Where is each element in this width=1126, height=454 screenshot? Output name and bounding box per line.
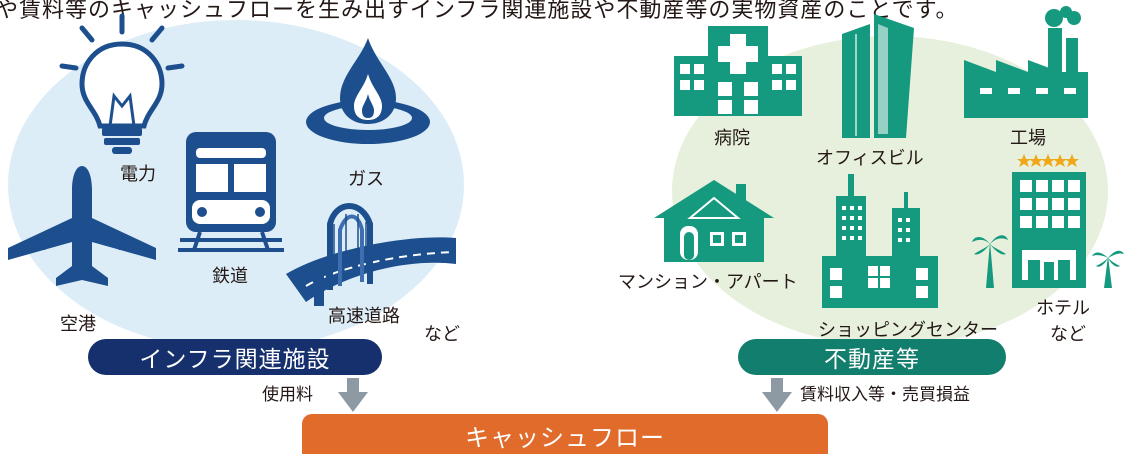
house-icon	[654, 180, 774, 262]
hotel-icon	[972, 154, 1124, 288]
electricity-label: 電力	[120, 164, 156, 185]
office-building-label: オフィスビル	[816, 148, 924, 169]
bridge-icon	[286, 203, 456, 306]
down-arrow-icon	[762, 378, 792, 412]
down-arrow-icon	[338, 378, 368, 412]
usage-fee-label: 使用料	[262, 385, 313, 405]
lightbulb-icon	[59, 13, 185, 154]
gas-flame-icon	[306, 38, 430, 144]
railway-label: 鉄道	[212, 266, 248, 287]
rental-income-label: 賃料収入等・売買損益	[800, 385, 970, 405]
top-description-text: や賃料等のキャッシュフローを生み出すインフラ関連施設や不動産等の実物資産のことで…	[0, 0, 959, 23]
hotel-sign: HOTEL	[1026, 240, 1072, 253]
office-building-icon	[842, 14, 914, 138]
gas-label: ガス	[348, 169, 384, 190]
hospital-label: 病院	[714, 128, 750, 149]
infra-etc-label: など	[424, 324, 460, 345]
train-icon	[178, 132, 284, 252]
airport-label: 空港	[60, 314, 96, 335]
factory-icon	[964, 6, 1088, 118]
expressway-label: 高速道路	[328, 306, 400, 327]
shopping-center-icon	[822, 174, 938, 308]
factory-label: 工場	[1010, 128, 1046, 149]
cashflow-box: キャッシュフロー	[302, 414, 828, 454]
hotel-label: ホテル	[1036, 298, 1090, 319]
infrastructure-category-pill: インフラ関連施設	[88, 339, 382, 375]
real-estate-category-pill: 不動産等	[738, 339, 1006, 375]
shopping-center-label: ショッピングセンター	[818, 320, 998, 341]
apartment-label: マンション・アパート	[618, 272, 798, 293]
airplane-icon	[8, 166, 156, 286]
real-estate-etc-label: など	[1050, 324, 1086, 345]
hospital-icon	[674, 26, 802, 116]
